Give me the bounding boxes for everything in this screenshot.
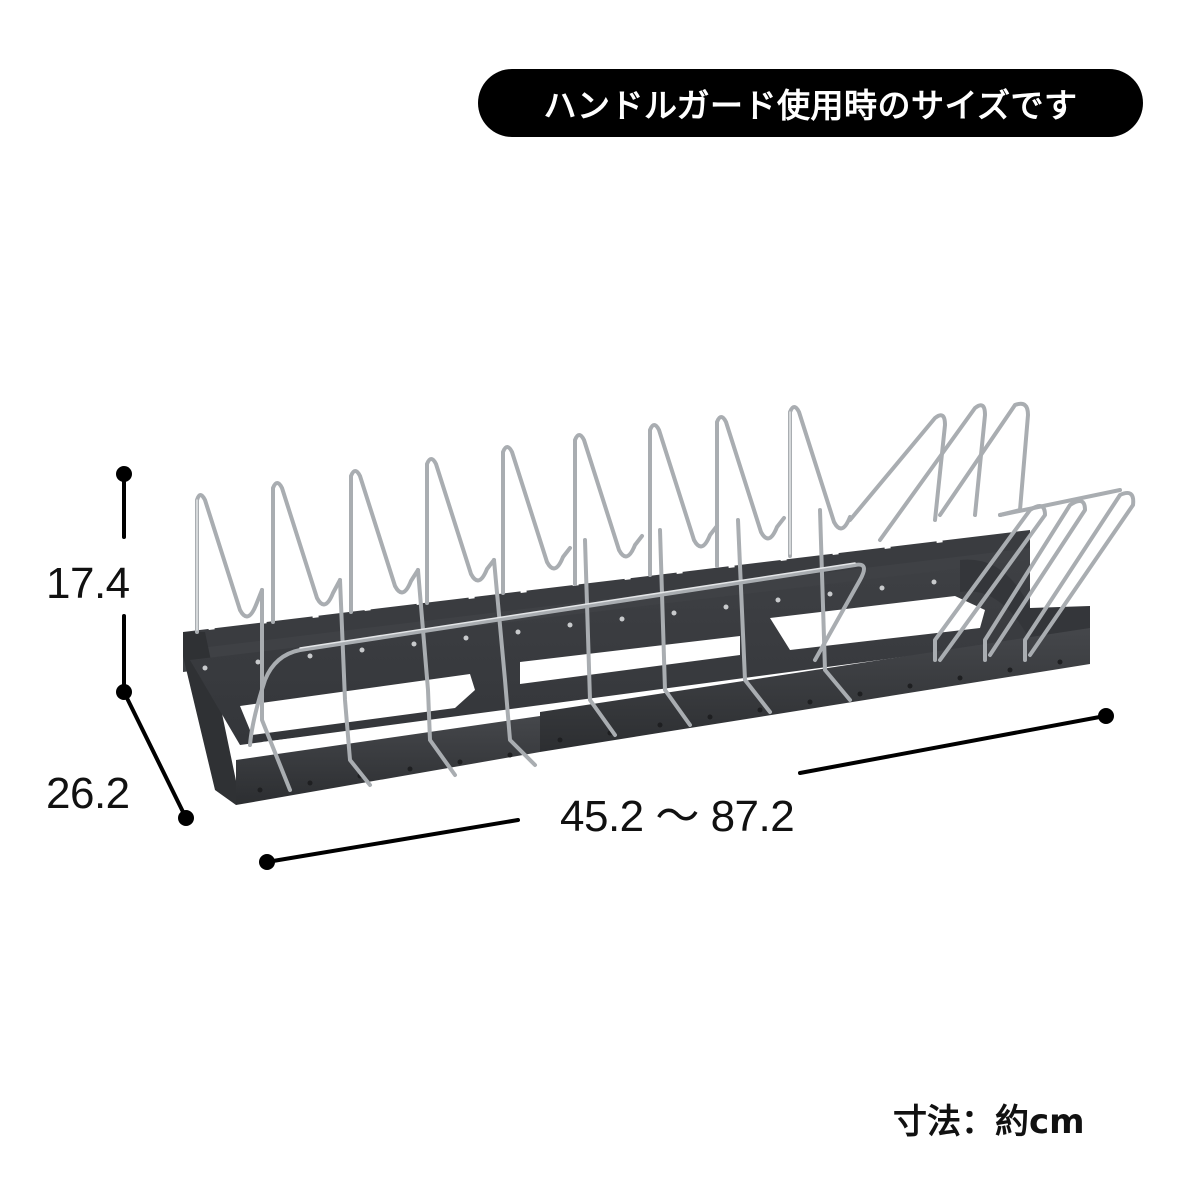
front-rail-holes [257, 659, 1063, 793]
wire-dividers [195, 401, 1136, 792]
wire-front-slant-2 [983, 499, 1087, 662]
wire-front-2 [338, 578, 372, 787]
wire-front-slant-3 [1023, 491, 1136, 662]
cutout-left [240, 674, 475, 735]
wire-front-6 [658, 528, 692, 727]
wire-back-6 [573, 433, 644, 586]
width-line-left [265, 818, 520, 864]
wire-back-5 [501, 445, 572, 595]
wire-slant-2 [878, 403, 987, 542]
info-banner: ハンドルガード使用時のサイズです [478, 69, 1143, 137]
rack-base [183, 530, 1090, 805]
width-line-right [798, 714, 1107, 775]
banner-text: ハンドルガード使用時のサイズです [543, 86, 1078, 125]
wire-slant-3 [938, 401, 1030, 517]
wire-back-9 [788, 405, 852, 558]
depth-line [122, 690, 188, 820]
wire-back-1 [195, 493, 264, 634]
wire-back-8 [715, 415, 786, 568]
depth-dimension-label: 26.2 [46, 769, 130, 818]
wire-front-7 [736, 518, 772, 714]
unit-note: 寸法：約cm [893, 1102, 1085, 1142]
height-endpoint-top [116, 466, 132, 482]
wire-front-1 [260, 588, 292, 792]
back-rail-holes [202, 579, 937, 671]
depth-endpoint [178, 810, 194, 826]
height-dimension-label: 17.4 [46, 559, 130, 608]
wire-front-8 [818, 508, 852, 702]
width-endpoint-right [1098, 708, 1114, 724]
wire-back-4 [425, 457, 496, 605]
wire-back-3 [349, 469, 420, 614]
wire-slant-1 [848, 413, 947, 522]
front-rail-right [540, 628, 1090, 752]
left-end-plate [183, 632, 240, 805]
floor-slot [262, 712, 505, 752]
wire-front-5 [583, 538, 617, 737]
width-endpoint-left [259, 854, 275, 870]
cutout-middle [520, 636, 740, 684]
width-dimension-label: 45.2 ～ 87.2 [560, 792, 795, 841]
wire-back-7 [648, 423, 719, 577]
wire-highlights [196, 411, 856, 649]
wire-top-connector [998, 488, 1122, 517]
wire-back-2 [271, 481, 342, 624]
dimension-lines [116, 466, 1114, 870]
handle-guard-bar [248, 562, 866, 747]
